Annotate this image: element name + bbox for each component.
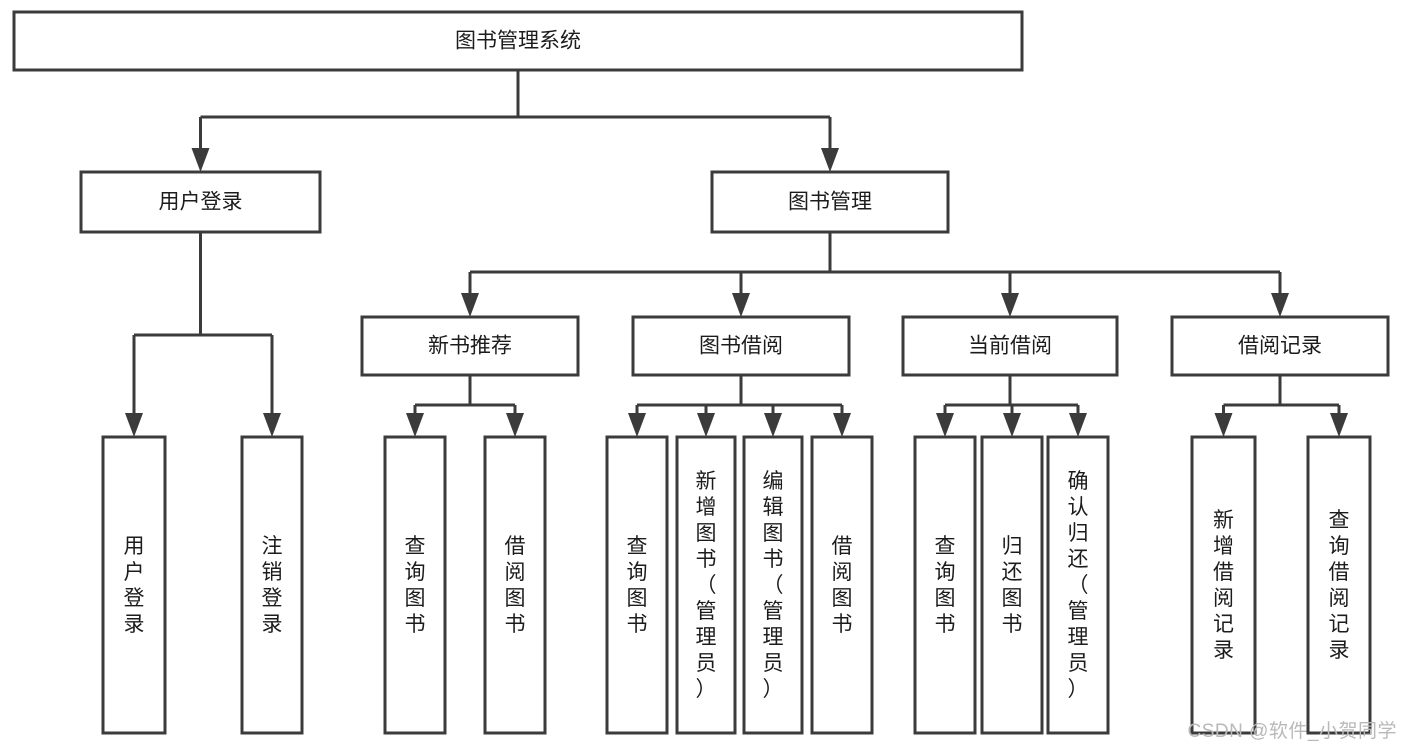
node-label-leaf-borrow-book-rec: 借阅图书 — [505, 535, 526, 636]
arrow-head-icon — [732, 293, 750, 317]
node-box-leaf-edit-book — [742, 435, 804, 735]
arrow-head-icon — [1330, 413, 1348, 437]
node-leaf-edit-book[interactable]: 编辑图书（管理员） — [742, 435, 804, 735]
node-box-leaf-borrow-book-rec — [483, 435, 547, 735]
node-label-leaf-borrow-book: 借阅图书 — [832, 535, 853, 636]
node-label-root: 图书管理系统 — [455, 30, 581, 53]
node-label-leaf-return-book: 归还图书 — [1002, 535, 1023, 636]
node-box-leaf-logout — [240, 435, 304, 735]
node-leaf-query-record[interactable]: 查询借阅记录 — [1306, 435, 1372, 735]
node-label-current-borrow: 当前借阅 — [968, 335, 1052, 358]
arrow-head-icon — [1214, 413, 1233, 437]
node-label-borrow-record: 借阅记录 — [1238, 335, 1322, 358]
node-leaf-add-record[interactable]: 新增借阅记录 — [1190, 435, 1257, 735]
node-box-leaf-query-book-cur — [913, 435, 977, 735]
node-label-leaf-query-book-rec: 查询图书 — [405, 535, 426, 636]
node-box-leaf-query-record — [1306, 435, 1372, 735]
node-root[interactable]: 图书管理系统 — [12, 10, 1024, 72]
arrow-head-icon — [821, 148, 839, 172]
arrow-head-icon — [461, 293, 479, 317]
node-label-leaf-add-book: 新增图书（管理员） — [696, 470, 717, 701]
node-label-leaf-confirm-return: 确认归还（管理员） — [1068, 470, 1089, 701]
node-label-leaf-logout: 注销登录 — [262, 535, 283, 636]
arrow-head-icon — [125, 413, 143, 437]
node-box-leaf-borrow-book — [810, 435, 874, 735]
node-leaf-return-book[interactable]: 归还图书 — [980, 435, 1044, 735]
arrow-head-icon — [191, 148, 210, 172]
node-box-user-login — [79, 170, 322, 234]
node-box-book-manage — [710, 170, 950, 234]
node-leaf-confirm-return[interactable]: 确认归还（管理员） — [1046, 435, 1110, 735]
node-box-leaf-query-book-rec — [383, 435, 447, 735]
node-leaf-user-login[interactable]: 用户登录 — [101, 435, 167, 735]
node-box-leaf-query-book-borrow — [605, 435, 669, 735]
node-borrow-record[interactable]: 借阅记录 — [1170, 315, 1390, 377]
node-leaf-query-book-rec[interactable]: 查询图书 — [383, 435, 447, 735]
node-box-current-borrow — [901, 315, 1119, 377]
node-leaf-borrow-book-rec[interactable]: 借阅图书 — [483, 435, 547, 735]
node-label-leaf-query-record: 查询借阅记录 — [1329, 509, 1350, 662]
node-label-leaf-query-book-borrow: 查询图书 — [627, 535, 648, 636]
node-box-new-book-rec — [360, 315, 580, 377]
arrow-head-icon — [1001, 293, 1019, 317]
node-user-login[interactable]: 用户登录 — [79, 170, 322, 234]
node-leaf-query-book-borrow[interactable]: 查询图书 — [605, 435, 669, 735]
node-new-book-rec[interactable]: 新书推荐 — [360, 315, 580, 377]
node-book-manage[interactable]: 图书管理 — [710, 170, 950, 234]
arrow-head-icon — [1069, 413, 1087, 437]
arrow-head-icon — [628, 413, 646, 437]
node-box-leaf-confirm-return — [1046, 435, 1110, 735]
node-current-borrow[interactable]: 当前借阅 — [901, 315, 1119, 377]
arrow-head-icon — [764, 413, 782, 437]
arrow-head-icon — [406, 413, 424, 437]
node-label-new-book-rec: 新书推荐 — [428, 335, 512, 358]
arrow-head-icon — [1271, 293, 1289, 317]
node-label-leaf-query-book-cur: 查询图书 — [935, 535, 956, 636]
arrow-head-icon — [506, 413, 524, 437]
node-label-leaf-user-login: 用户登录 — [124, 535, 145, 636]
node-leaf-query-book-cur[interactable]: 查询图书 — [913, 435, 977, 735]
node-box-leaf-add-book — [675, 435, 737, 735]
node-box-leaf-user-login — [101, 435, 167, 735]
node-leaf-add-book[interactable]: 新增图书（管理员） — [675, 435, 737, 735]
arrow-head-icon — [833, 413, 851, 437]
node-book-borrow[interactable]: 图书借阅 — [631, 315, 851, 377]
arrow-head-icon — [936, 413, 954, 437]
node-box-root — [12, 10, 1024, 72]
node-box-leaf-return-book — [980, 435, 1044, 735]
arrow-head-icon — [697, 413, 715, 437]
arrow-head-icon — [1003, 413, 1021, 437]
node-leaf-borrow-book[interactable]: 借阅图书 — [810, 435, 874, 735]
node-box-leaf-add-record — [1190, 435, 1257, 735]
node-leaf-logout[interactable]: 注销登录 — [240, 435, 304, 735]
node-label-user-login: 用户登录 — [159, 191, 243, 214]
node-box-book-borrow — [631, 315, 851, 377]
arrow-head-icon — [263, 413, 281, 437]
node-label-book-borrow: 图书借阅 — [699, 335, 783, 358]
node-label-book-manage: 图书管理 — [788, 191, 872, 214]
node-box-borrow-record — [1170, 315, 1390, 377]
csdn-watermark: CSDN @软件_小贺同学 — [1187, 721, 1397, 742]
node-label-leaf-edit-book: 编辑图书（管理员） — [763, 470, 784, 701]
node-label-leaf-add-record: 新增借阅记录 — [1213, 509, 1234, 662]
